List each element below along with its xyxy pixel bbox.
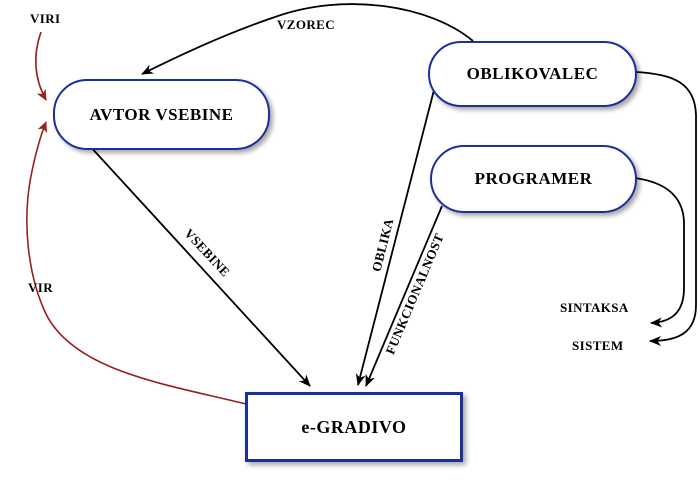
edge-label-sintaksa: SINTAKSA (560, 300, 629, 315)
node-e-gradivo-label: e-GRADIVO (301, 416, 407, 437)
edge-label-vir: VIR (28, 280, 54, 295)
edge-label-viri: VIRI (30, 11, 61, 26)
edge-oblikovalec-sistem (635, 71, 697, 346)
edge-programer-sintaksa (634, 177, 685, 328)
edge-vir (26, 121, 247, 405)
edge-oblika (355, 89, 435, 386)
edge-label-vzorec: VZOREC (277, 17, 336, 32)
edge-vzorec (141, 3, 474, 75)
node-e-gradivo: e-GRADIVO (245, 392, 463, 462)
node-oblikovalec: OBLIKOVALEC (428, 41, 637, 107)
node-programer: PROGRAMER (430, 145, 637, 213)
edge-vsebine (87, 143, 311, 387)
node-avtor-vsebine: AVTOR VSEBINE (53, 79, 270, 150)
node-avtor-vsebine-label: AVTOR VSEBINE (89, 104, 234, 124)
edge-label-sistem: SISTEM (572, 338, 624, 353)
node-oblikovalec-label: OBLIKOVALEC (466, 64, 599, 83)
edge-viri (35, 31, 47, 101)
edge-funkcionalnost (365, 205, 443, 387)
node-programer-label: PROGRAMER (474, 169, 593, 188)
